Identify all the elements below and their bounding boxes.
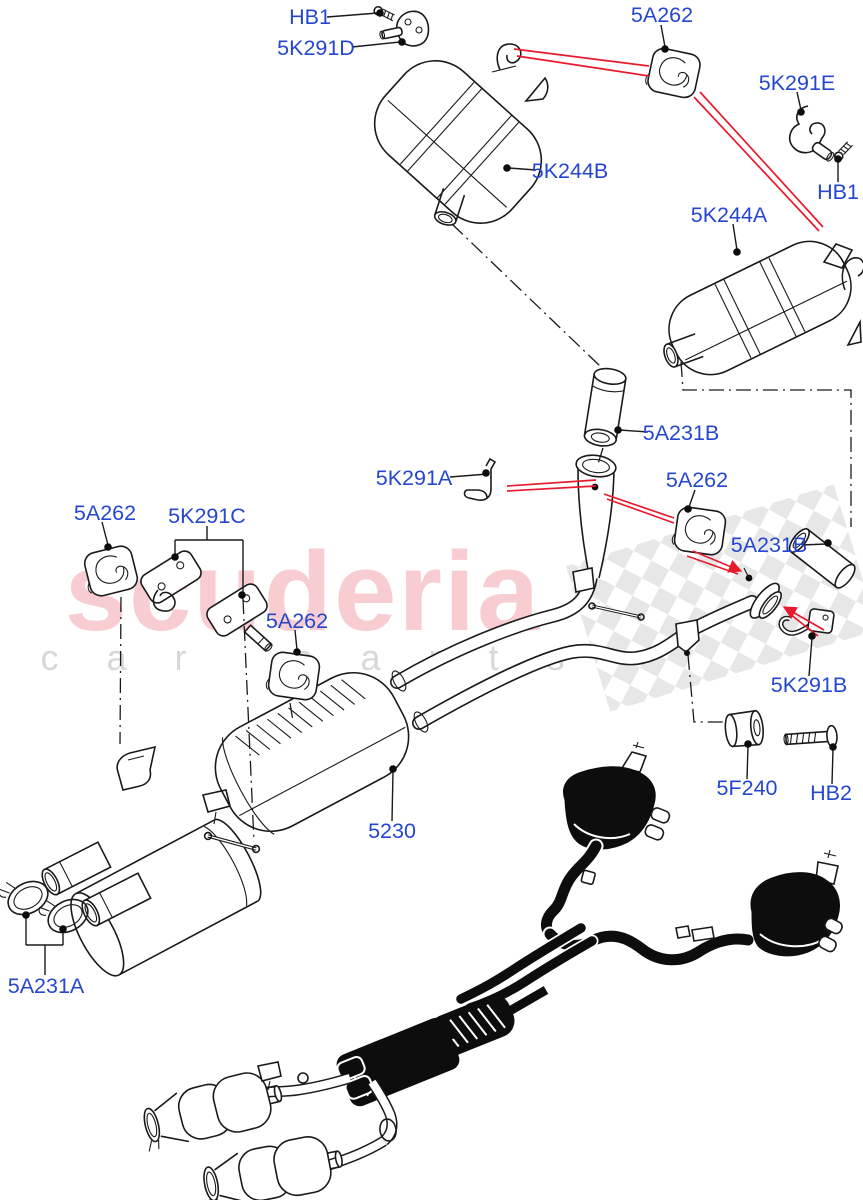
part-label-5k244b: 5K244B	[532, 159, 609, 183]
catalytic-converter-lower	[196, 1130, 348, 1200]
part-label-5k291d: 5K291D	[277, 36, 355, 60]
spacer-5f240	[724, 709, 764, 748]
bracket-5k291e	[788, 105, 835, 162]
leader-lines	[22, 9, 842, 975]
mount-5a262-midright	[670, 504, 728, 557]
pipe-hanger-bracket	[675, 619, 700, 654]
part-label-5k291b: 5K291B	[771, 673, 848, 697]
part-label-5f240: 5F240	[717, 776, 778, 800]
part-label-5a231b-upper: 5A231B	[643, 421, 720, 445]
rear-muffler-5k244a	[663, 240, 863, 376]
part-labels: HB1 5K291D 5A262 5K291E HB1 5K244B 5K244…	[8, 3, 859, 998]
exhaust-pipes	[390, 454, 782, 733]
bracket-5k291a	[463, 457, 497, 501]
part-label-hb2: HB2	[810, 781, 852, 805]
part-label-5k291e: 5K291E	[759, 71, 836, 95]
part-label-5a262-left: 5A262	[74, 501, 136, 525]
bracket-5k291d	[379, 10, 430, 47]
bolt-hb2	[783, 724, 838, 748]
brackets-5k291c	[137, 547, 273, 652]
part-label-5k291c: 5K291C	[168, 504, 246, 528]
part-label-hb1-top: HB1	[289, 5, 331, 29]
hanger-hook	[496, 43, 522, 71]
red-leader-lines	[506, 48, 825, 637]
part-label-5230: 5230	[368, 819, 416, 843]
isolator-5a231b-lower	[788, 528, 856, 589]
outlet-stub	[663, 333, 704, 368]
part-label-5a262-midright: 5A262	[666, 468, 728, 492]
part-label-5a262-mid: 5A262	[266, 609, 328, 633]
watermark-brand: scuderia	[65, 529, 542, 654]
alignment-lines	[119, 223, 852, 843]
mount-5a262-top	[642, 45, 703, 101]
isolator-5a231b-upper	[583, 367, 627, 447]
mount-5a262-mid	[264, 649, 322, 702]
part-label-hb1-right: HB1	[817, 180, 859, 204]
part-label-5a231a: 5A231A	[8, 974, 85, 998]
part-label-5k291a: 5K291A	[376, 466, 453, 490]
outlet-stub	[433, 188, 466, 226]
overview-assembled-exhaust	[135, 741, 843, 1200]
rear-muffler-5k244b	[373, 43, 549, 226]
inlet-stub	[41, 841, 112, 896]
part-label-5a231b-lower: 5A231B	[731, 533, 808, 557]
part-label-5k244a: 5K244A	[691, 203, 768, 227]
tailpipe-flange	[749, 582, 782, 619]
inlet-stub	[81, 872, 152, 927]
centre-muffler-5230	[41, 671, 410, 977]
part-label-5a262-top: 5A262	[631, 3, 693, 27]
